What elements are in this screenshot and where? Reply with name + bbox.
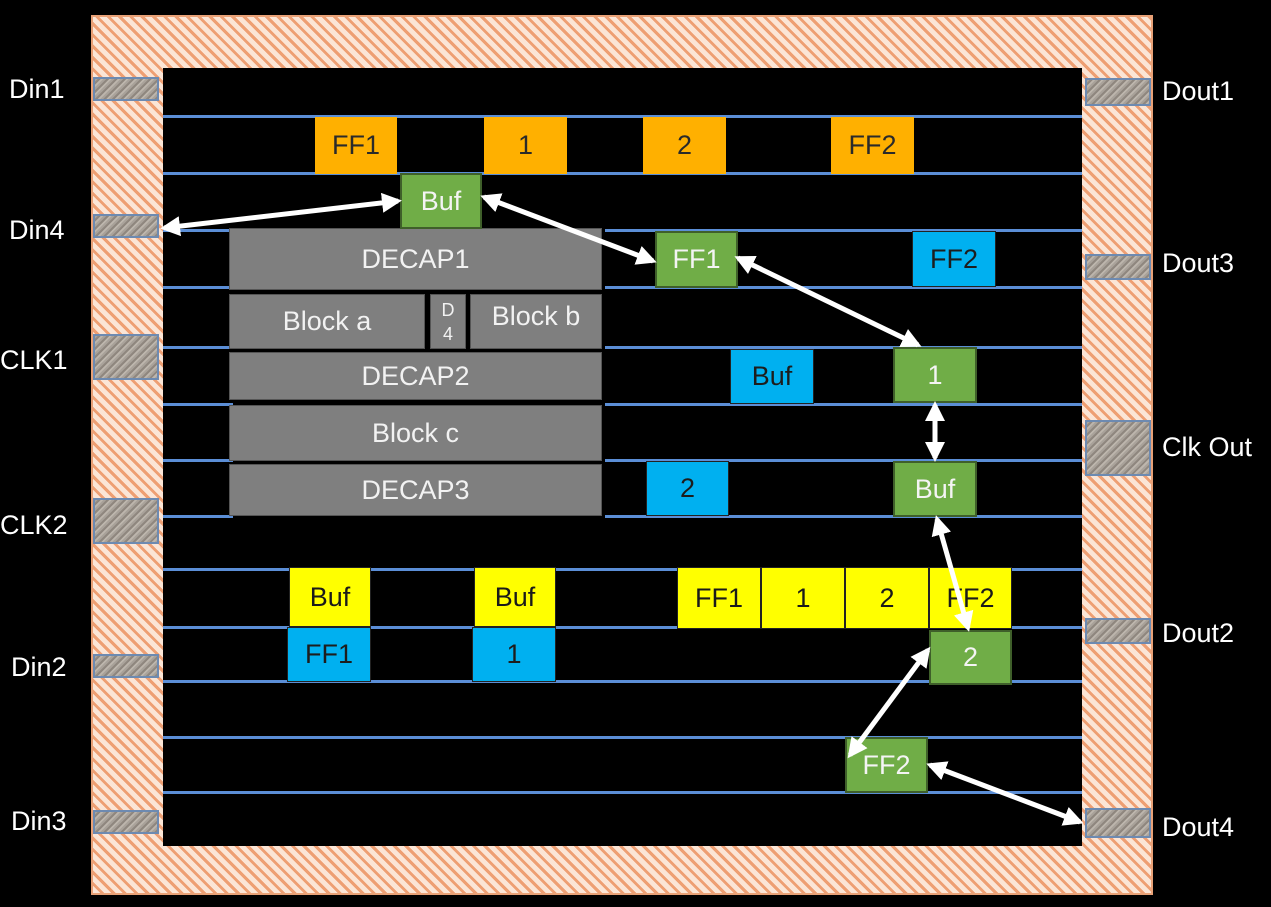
block-d4-top: D [441, 299, 455, 320]
cell-yellow-2: 2 [845, 567, 929, 629]
row-line [163, 626, 1082, 629]
row-line [163, 568, 1082, 571]
block-a: Block a [229, 294, 425, 349]
pad-din1 [93, 77, 159, 101]
pin-label-dout1: Dout1 [1162, 76, 1235, 106]
cell-yellow-buf-a: Buf [289, 567, 371, 627]
row-line [163, 736, 1082, 739]
pin-label-clk-out: Clk Out [1162, 432, 1253, 462]
row-line [605, 515, 1082, 518]
arrow-2-ff2 [847, 646, 931, 759]
cell-green-buf-top: Buf [400, 173, 482, 229]
cell-blue-buf: Buf [730, 349, 814, 404]
pad-clk-out [1085, 420, 1151, 476]
cell-orange-2: 2 [643, 117, 726, 174]
pad-clk1 [93, 334, 159, 380]
row-line [163, 459, 233, 462]
row-line [163, 680, 1082, 683]
block-b: Block b [470, 294, 602, 349]
arrow-ff2-dout4 [926, 761, 1084, 826]
pin-label-clk1: CLK1 [0, 345, 68, 375]
block-decap2: DECAP2 [229, 352, 602, 400]
block-decap3: DECAP3 [229, 464, 602, 516]
cell-orange-1: 1 [484, 117, 567, 174]
cell-yellow-buf-b: Buf [474, 567, 556, 627]
row-line [605, 403, 1082, 406]
pad-din2 [93, 654, 159, 678]
cell-green-ff1: FF1 [655, 231, 738, 288]
pad-din4 [93, 214, 159, 238]
arrow-din4-buf [160, 192, 402, 237]
row-line [163, 346, 233, 349]
arrow-buf-ff1 [480, 193, 657, 265]
pad-dout1 [1085, 78, 1151, 106]
pin-label-din1: Din1 [9, 74, 65, 104]
pad-dout2 [1085, 618, 1151, 644]
cell-blue-ff2: FF2 [912, 231, 996, 287]
pad-dout4 [1085, 808, 1151, 838]
pin-label-dout2: Dout2 [1162, 618, 1235, 648]
pad-dout3 [1085, 254, 1151, 280]
block-d4: D 4 [430, 294, 466, 349]
pin-label-dout3: Dout3 [1162, 248, 1235, 278]
block-d4-bottom: 4 [442, 323, 453, 344]
arrow-buf-2 [931, 515, 974, 632]
pin-label-din3: Din3 [11, 806, 67, 836]
pin-label-clk2: CLK2 [0, 510, 68, 540]
block-c: Block c [229, 405, 602, 461]
cell-blue-1: 1 [472, 627, 556, 682]
cell-blue-2: 2 [646, 461, 729, 516]
pin-label-din4: Din4 [9, 215, 65, 245]
cell-blue-ff1: FF1 [287, 627, 371, 682]
row-line [163, 115, 1082, 118]
cell-orange-ff2: FF2 [831, 117, 914, 174]
row-line [605, 346, 1082, 349]
cell-yellow-ff1: FF1 [677, 567, 761, 629]
arrow-ff1-1 [734, 255, 922, 348]
row-line [163, 172, 1082, 175]
pad-clk2 [93, 498, 159, 544]
cell-yellow-1: 1 [761, 567, 845, 629]
row-line [163, 403, 233, 406]
row-line [605, 229, 1082, 232]
pin-label-dout4: Dout4 [1162, 812, 1235, 842]
pad-din3 [93, 810, 159, 834]
row-line [163, 791, 1082, 794]
row-line [163, 286, 233, 289]
cell-orange-ff1: FF1 [315, 117, 397, 174]
row-line [605, 459, 1082, 462]
pin-label-din2: Din2 [11, 652, 67, 682]
row-line [163, 515, 233, 518]
